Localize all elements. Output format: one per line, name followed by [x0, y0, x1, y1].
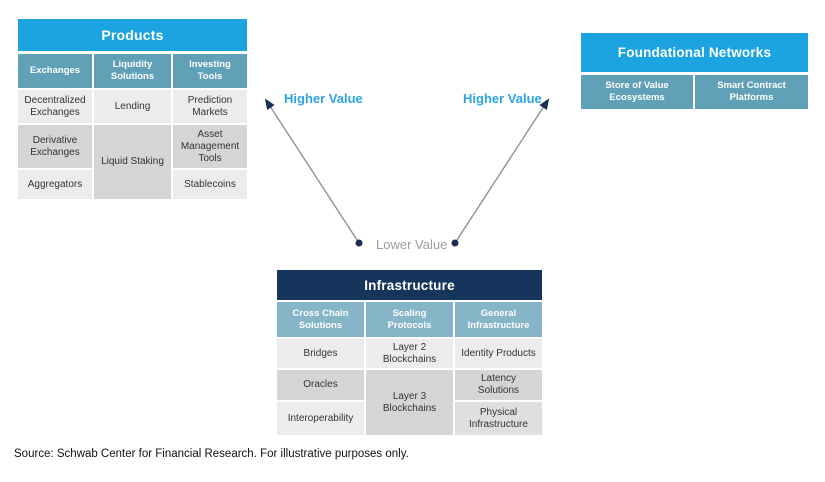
- infrastructure-cell-identity-products: Identity Products: [455, 339, 542, 368]
- infrastructure-table: Infrastructure Cross Chain Solutions Sca…: [277, 270, 542, 435]
- infrastructure-grid: Cross Chain Solutions Scaling Protocols …: [277, 302, 542, 435]
- left-higher-value-arrow: [264, 98, 363, 247]
- left-arrow-origin-dot: [355, 239, 363, 247]
- products-cell-derivative-exchanges: Derivative Exchanges: [18, 125, 92, 168]
- products-cell-aggregators: Aggregators: [18, 170, 92, 199]
- higher-value-label-right: Higher Value: [463, 91, 542, 106]
- infrastructure-cell-physical-infrastructure: Physical Infrastructure: [455, 402, 542, 435]
- products-cell-asset-management-tools: Asset Management Tools: [173, 125, 247, 168]
- infrastructure-col-general-infrastructure: General Infrastructure: [455, 302, 542, 337]
- products-col-liquidity-solutions: Liquidity Solutions: [94, 54, 171, 88]
- products-cell-liquid-staking: Liquid Staking: [94, 125, 171, 199]
- foundational-networks-grid: Store of Value Ecosystems Smart Contract…: [581, 75, 808, 109]
- right-arrow-origin-dot: [451, 239, 459, 247]
- foundational-col-smart-contract: Smart Contract Platforms: [695, 75, 808, 109]
- right-higher-value-arrow: [451, 98, 550, 247]
- products-cell-decentralized-exchanges: Decentralized Exchanges: [18, 90, 92, 123]
- infrastructure-title: Infrastructure: [277, 270, 542, 300]
- products-col-investing-tools: Investing Tools: [173, 54, 247, 88]
- products-title: Products: [18, 19, 247, 51]
- foundational-col-store-of-value: Store of Value Ecosystems: [581, 75, 693, 109]
- source-attribution: Source: Schwab Center for Financial Rese…: [14, 448, 409, 460]
- foundational-networks-title: Foundational Networks: [581, 33, 808, 72]
- products-cell-lending: Lending: [94, 90, 171, 123]
- products-cell-prediction-markets: Prediction Markets: [173, 90, 247, 123]
- infrastructure-cell-interoperability: Interoperability: [277, 402, 364, 435]
- infrastructure-cell-layer3: Layer 3 Blockchains: [366, 370, 453, 435]
- infrastructure-col-cross-chain: Cross Chain Solutions: [277, 302, 364, 337]
- higher-value-label-left: Higher Value: [284, 91, 363, 106]
- infrastructure-cell-layer2: Layer 2 Blockchains: [366, 339, 453, 368]
- foundational-networks-table: Foundational Networks Store of Value Eco…: [581, 33, 808, 109]
- lower-value-label: Lower Value: [376, 237, 448, 252]
- products-col-exchanges: Exchanges: [18, 54, 92, 88]
- infrastructure-cell-latency-solutions: Latency Solutions: [455, 370, 542, 400]
- products-table: Products Exchanges Liquidity Solutions I…: [18, 19, 247, 199]
- products-cell-stablecoins: Stablecoins: [173, 170, 247, 199]
- infrastructure-cell-bridges: Bridges: [277, 339, 364, 368]
- infrastructure-cell-oracles: Oracles: [277, 370, 364, 400]
- products-grid: Exchanges Liquidity Solutions Investing …: [18, 54, 247, 199]
- infrastructure-col-scaling-protocols: Scaling Protocols: [366, 302, 453, 337]
